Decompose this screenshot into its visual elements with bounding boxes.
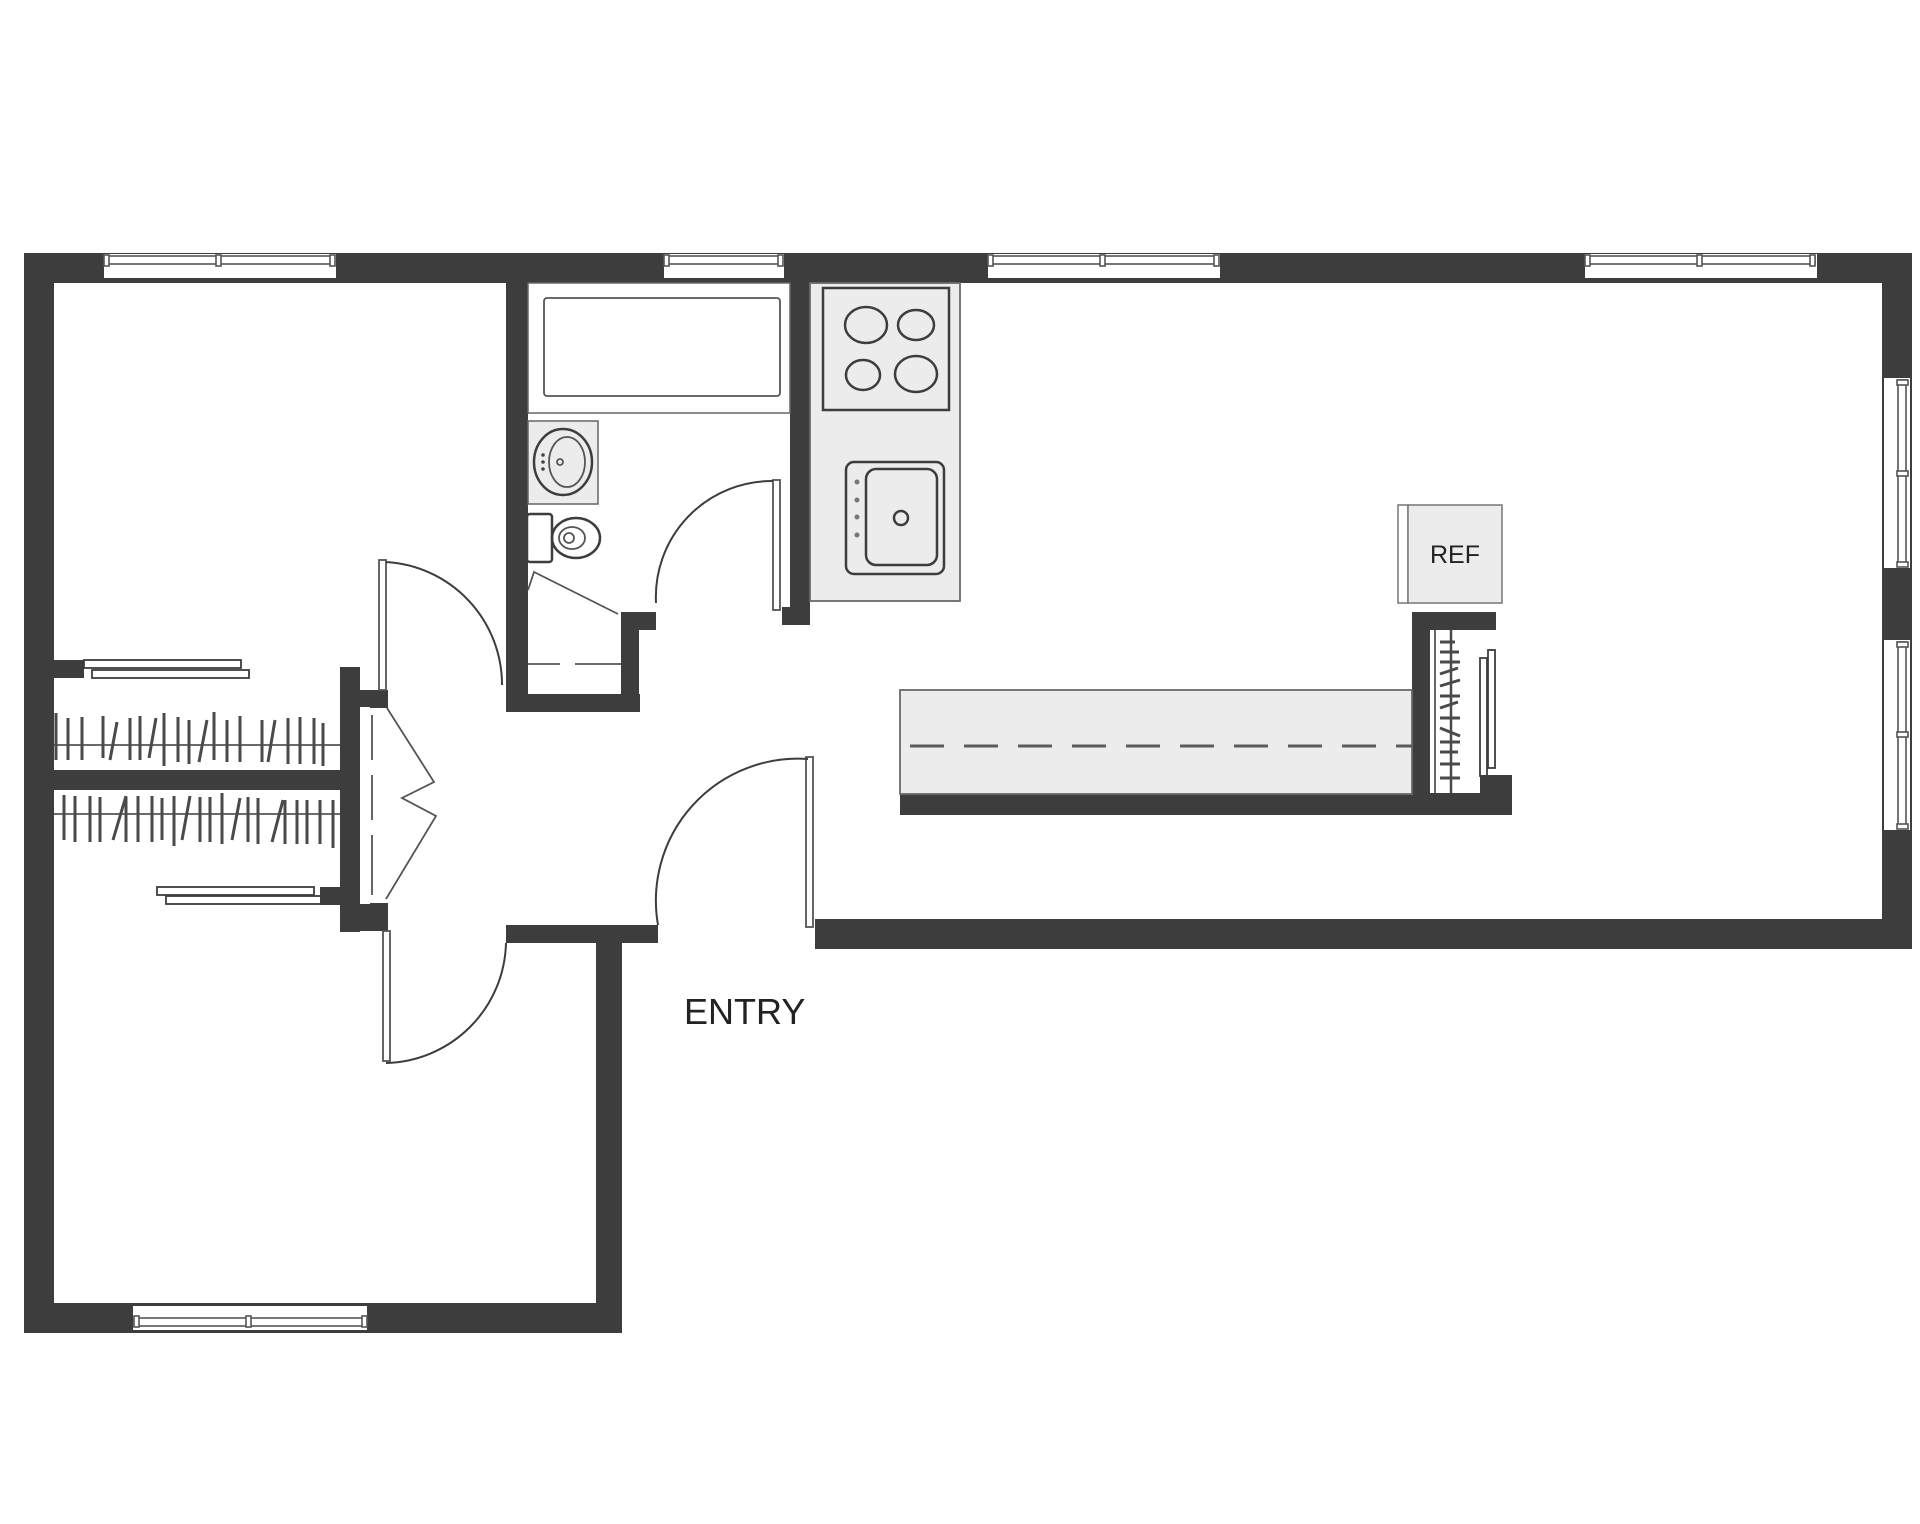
entry-door[interactable] <box>654 756 814 928</box>
bathroom-sink <box>527 420 599 505</box>
cooktop <box>821 286 951 412</box>
entry-label: ENTRY <box>684 991 805 1032</box>
window-bedroom1 <box>103 254 336 278</box>
kitchen-sink <box>844 460 946 576</box>
hall-closet-bifold-door[interactable] <box>360 707 438 904</box>
closet-sliding-door-lower-1[interactable] <box>156 886 315 896</box>
kitchen-counter <box>809 282 961 602</box>
bedroom1-door[interactable] <box>378 559 504 691</box>
doors <box>378 479 814 1064</box>
refrigerator: REF <box>1397 504 1503 604</box>
window-bathroom <box>663 254 784 278</box>
interior-walls <box>54 283 1512 943</box>
toilet <box>525 512 602 564</box>
bedroom-closet <box>54 659 340 905</box>
closet-sliding-door-upper-1[interactable] <box>83 659 242 669</box>
bathtub <box>527 282 791 414</box>
shower <box>527 570 621 665</box>
closet-hangers-upper <box>54 712 325 766</box>
window-living-right-2 <box>1884 640 1910 830</box>
pantry-hangers <box>1439 640 1461 780</box>
bathroom-door[interactable] <box>654 479 781 611</box>
bedroom2-door[interactable] <box>382 930 507 1064</box>
pantry-closet <box>1434 630 1496 793</box>
windows <box>103 254 1910 1330</box>
window-bedroom2 <box>133 1306 368 1330</box>
closet-hangers-lower <box>62 793 335 848</box>
kitchen-island <box>899 689 1413 795</box>
refrigerator-label: REF <box>1430 541 1480 569</box>
window-living-right-1 <box>1884 378 1910 568</box>
closet-sliding-door-upper-2[interactable] <box>91 669 250 679</box>
closet-sliding-door-lower-2[interactable] <box>165 895 324 905</box>
pantry-sliding-door[interactable] <box>1479 657 1488 777</box>
window-kitchen <box>987 254 1220 278</box>
window-living-top <box>1584 254 1817 278</box>
